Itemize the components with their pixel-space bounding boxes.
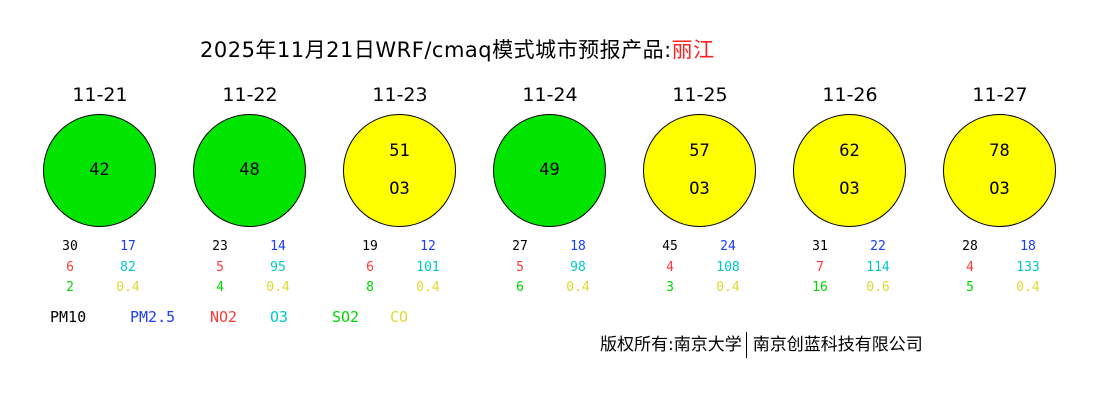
city-name: 丽江 [671, 38, 715, 62]
no2-value: 6 [366, 259, 374, 275]
o3-value: 114 [866, 259, 890, 275]
pm25-value: 17 [120, 239, 136, 254]
co-value: 0.4 [266, 280, 290, 295]
legend-no2: NO2 [210, 308, 238, 326]
o3-value: 133 [1016, 259, 1040, 275]
divider [745, 332, 747, 358]
aqi-value: 51 [389, 141, 410, 161]
legend-pm25: PM2.5 [130, 308, 176, 326]
co-value: 0.4 [116, 280, 140, 295]
legend-co: CO [390, 308, 409, 326]
pm25-value: 14 [270, 239, 286, 254]
day-forecast: 11-21 42 30 17 6 82 2 0.4 [41, 82, 191, 302]
primary-pollutant: O3 [839, 179, 860, 199]
aqi-value: 49 [539, 160, 560, 180]
no2-value: 4 [966, 259, 974, 275]
day-forecast: 11-22 48 23 14 5 95 4 0.4 [191, 82, 341, 302]
no2-value: 4 [666, 259, 674, 275]
pm25-value: 12 [420, 239, 436, 254]
forecast-date: 11-27 [972, 84, 1028, 106]
aqi-value: 57 [689, 141, 710, 161]
aqi-value: 42 [89, 160, 110, 180]
pm25-value: 18 [1020, 239, 1036, 254]
co-value: 0.6 [866, 280, 890, 295]
co-value: 0.4 [716, 280, 740, 295]
copyright-org2: 南京创蓝科技有限公司 [752, 335, 923, 355]
forecast-date: 11-25 [672, 84, 728, 106]
aqi-value: 78 [989, 141, 1010, 161]
forecast-date: 11-26 [822, 84, 878, 106]
copyright: 版权所有:南京大学南京创蓝科技有限公司 [600, 330, 923, 358]
so2-value: 2 [66, 280, 74, 295]
no2-value: 6 [66, 259, 74, 275]
aqi-circle: 48 [193, 114, 306, 227]
aqi-circle: 49 [493, 114, 606, 227]
forecast-date: 11-21 [72, 84, 128, 106]
no2-value: 5 [516, 259, 524, 275]
pm25-value: 24 [720, 239, 736, 254]
co-value: 0.4 [416, 280, 440, 295]
o3-value: 108 [716, 259, 740, 275]
so2-value: 16 [812, 280, 828, 295]
so2-value: 8 [366, 280, 374, 295]
day-forecast: 11-24 49 27 18 5 98 6 0.4 [491, 82, 641, 302]
pm10-value: 30 [62, 239, 78, 254]
co-value: 0.4 [566, 280, 590, 295]
o3-value: 98 [570, 259, 586, 275]
legend-o3: O3 [270, 308, 289, 326]
pm10-value: 28 [962, 239, 978, 254]
page-title: 2025年11月21日WRF/cmaq模式城市预报产品:丽江 [200, 34, 715, 64]
aqi-value: 48 [239, 160, 260, 180]
o3-value: 101 [416, 259, 440, 275]
forecast-date: 11-22 [222, 84, 278, 106]
copyright-org1: 南京大学 [673, 335, 742, 355]
forecast-date: 11-24 [522, 84, 578, 106]
title-prefix: 2025年11月21日WRF/cmaq模式城市预报产品: [200, 38, 672, 62]
no2-value: 7 [816, 259, 824, 275]
forecast-date: 11-23 [372, 84, 428, 106]
primary-pollutant: O3 [989, 179, 1010, 199]
aqi-value: 62 [839, 141, 860, 161]
so2-value: 6 [516, 280, 524, 295]
so2-value: 3 [666, 280, 674, 295]
so2-value: 4 [216, 280, 224, 295]
pm10-value: 31 [812, 239, 828, 254]
no2-value: 5 [216, 259, 224, 275]
pm10-value: 27 [512, 239, 528, 254]
pm10-value: 45 [662, 239, 678, 254]
o3-value: 95 [270, 259, 286, 275]
o3-value: 82 [120, 259, 136, 275]
copyright-prefix: 版权所有: [600, 335, 674, 355]
pm10-value: 19 [362, 239, 378, 254]
pm25-value: 18 [570, 239, 586, 254]
pm25-value: 22 [870, 239, 886, 254]
pm10-value: 23 [212, 239, 228, 254]
legend-so2: SO2 [332, 308, 360, 326]
legend-pm10: PM10 [50, 308, 87, 326]
aqi-circle: 42 [43, 114, 156, 227]
primary-pollutant: O3 [689, 179, 710, 199]
so2-value: 5 [966, 280, 974, 295]
co-value: 0.4 [1016, 280, 1040, 295]
primary-pollutant: O3 [389, 179, 410, 199]
